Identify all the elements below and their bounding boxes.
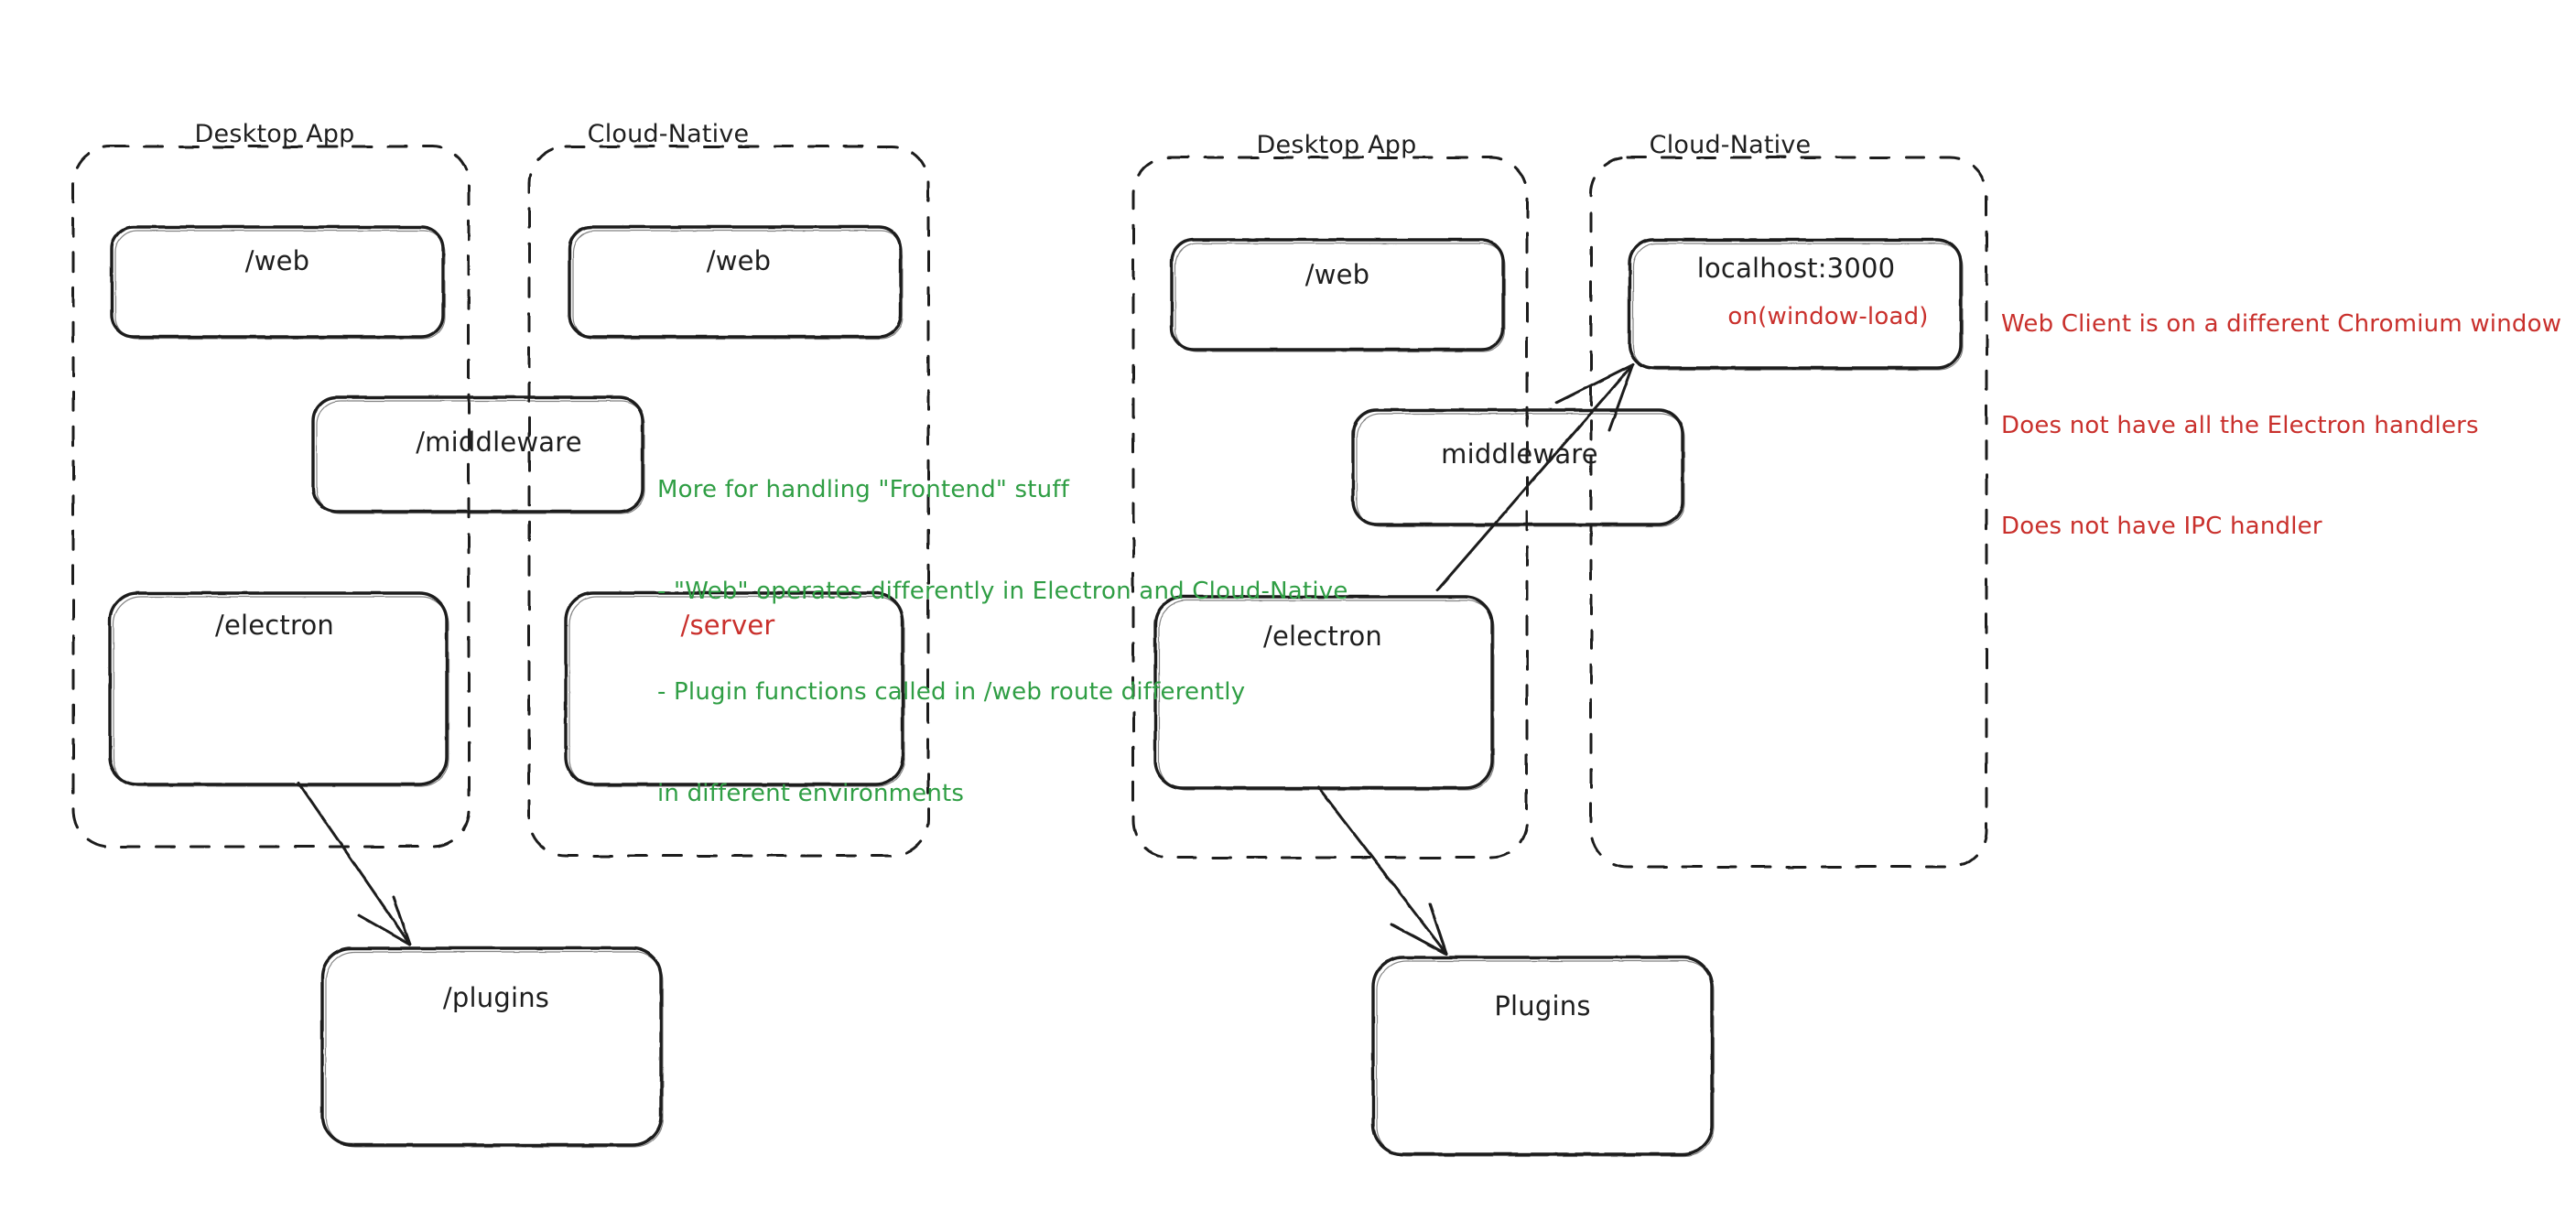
green-note-line-3: - Plugin functions called in /web route … <box>657 678 1246 707</box>
left-server-label: /server <box>680 610 775 641</box>
arrow-left-electron-to-plugins <box>297 781 412 946</box>
right-web-desktop-box <box>1170 238 1505 351</box>
right-middleware-box <box>1351 408 1684 526</box>
right-desktop-group-border <box>1131 156 1529 859</box>
right-plugins-box <box>1371 956 1714 1156</box>
red-annotation-note: Web Client is on a different Chromium wi… <box>2001 240 2561 611</box>
left-web-desktop-label: /web <box>244 245 310 276</box>
right-middleware-label: middleware <box>1441 438 1598 470</box>
left-web-cloud-label: /web <box>706 245 772 276</box>
right-electron-label: /electron <box>1262 621 1383 652</box>
red-note-line-1: Web Client is on a different Chromium wi… <box>2001 309 2562 338</box>
left-cloud-group-border <box>527 145 930 858</box>
left-middleware-label: /middleware <box>416 427 582 458</box>
left-desktop-group-border <box>71 145 471 848</box>
left-web-desktop-box <box>110 225 445 339</box>
right-localhost-label: localhost:3000 <box>1696 253 1896 284</box>
left-plugins-label: /plugins <box>442 982 550 1013</box>
green-note-line-2: - "Web" operates differently in Electron… <box>657 577 1348 605</box>
left-plugins-box <box>320 946 663 1147</box>
right-desktop-group-title: Desktop App <box>1256 131 1417 159</box>
right-electron-box <box>1153 595 1494 790</box>
red-note-line-2: Does not have all the Electron handlers <box>2001 411 2479 439</box>
arrow-right-electron-to-localhost <box>1435 362 1635 592</box>
left-electron-label: /electron <box>214 610 335 641</box>
right-plugins-label: Plugins <box>1494 990 1591 1021</box>
red-note-line-3: Does not have IPC handler <box>2001 513 2322 541</box>
left-middleware-box <box>311 395 644 513</box>
right-localhost-sublabel: on(window-load) <box>1727 303 1929 330</box>
left-desktop-group-title: Desktop App <box>194 120 355 148</box>
left-electron-box <box>108 591 449 786</box>
right-web-desktop-label: /web <box>1304 259 1370 290</box>
green-annotation-note: More for handling "Frontend" stuff - "We… <box>657 405 1348 879</box>
left-cloud-group-title: Cloud-Native <box>587 120 750 148</box>
arrow-right-electron-to-plugins <box>1316 785 1448 956</box>
left-web-cloud-box <box>568 225 903 339</box>
right-localhost-box <box>1628 238 1963 370</box>
right-cloud-group-title: Cloud-Native <box>1649 131 1812 159</box>
green-note-line-1: More for handling "Frontend" stuff <box>657 475 1070 503</box>
green-note-line-4: in different environments <box>657 779 965 807</box>
right-cloud-group-border <box>1589 156 1988 869</box>
left-server-box <box>564 591 904 786</box>
